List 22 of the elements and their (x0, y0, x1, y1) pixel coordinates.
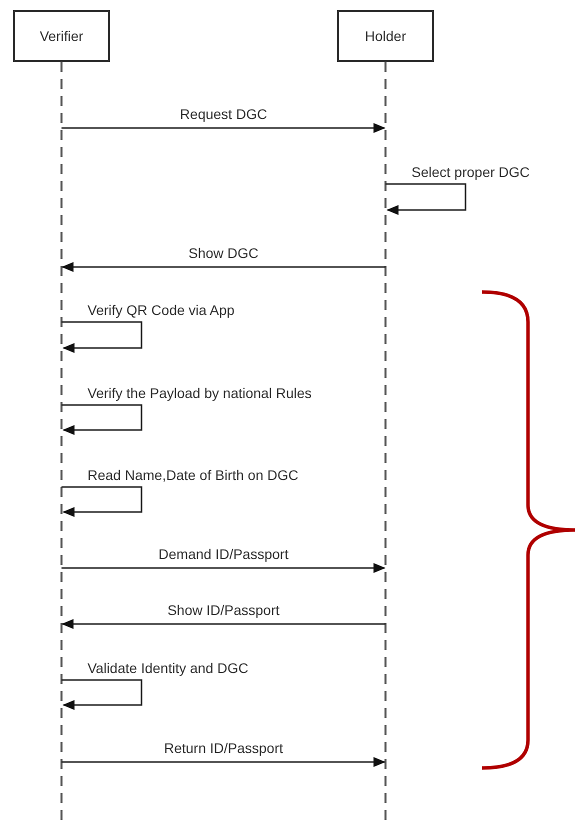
participant-box: Holder (337, 10, 434, 62)
message-label: Return ID/Passport (164, 740, 284, 756)
message-arrow (62, 619, 386, 629)
message-label: Verify QR Code via App (88, 302, 235, 318)
self-message-arrow (62, 404, 142, 435)
message-label: Demand ID/Passport (158, 546, 288, 562)
message-label: Show DGC (188, 245, 259, 261)
message-label: Select proper DGC (412, 164, 530, 180)
self-message-arrow (386, 183, 466, 215)
message-label: Show ID/Passport (167, 602, 280, 618)
message-arrow (62, 262, 386, 272)
self-message-arrow (62, 486, 142, 517)
message-label: Request DGC (180, 106, 268, 122)
self-message-arrow (62, 321, 142, 353)
message-arrow (62, 123, 386, 133)
message-label: Verify the Payload by national Rules (88, 385, 312, 401)
self-message-arrow (62, 679, 142, 710)
message-arrow (62, 563, 386, 573)
message-label: Validate Identity and DGC (88, 660, 248, 676)
message-arrow (62, 757, 386, 767)
participant-box: Verifier (13, 10, 110, 62)
message-label: Read Name,Date of Birth on DGC (88, 467, 298, 483)
